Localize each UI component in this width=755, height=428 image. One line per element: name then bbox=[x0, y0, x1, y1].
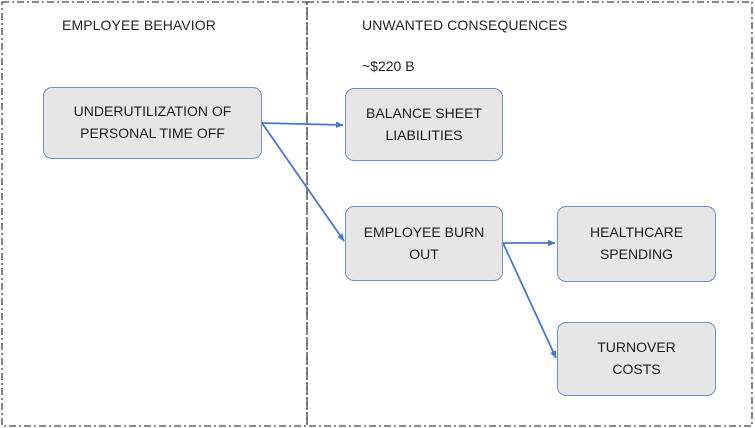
underutilization-node: UNDERUTILIZATION OF PERSONAL TIME OFF bbox=[43, 87, 262, 159]
burnout-node: EMPLOYEE BURN OUT bbox=[345, 206, 503, 281]
liability-amount-note: ~$220 B bbox=[362, 58, 415, 74]
employee-behavior-title: EMPLOYEE BEHAVIOR bbox=[62, 17, 216, 33]
arrow-underutilization-to-burnout bbox=[261, 122, 345, 242]
balance-sheet-node: BALANCE SHEET LIABILITIES bbox=[345, 88, 503, 161]
arrow-underutilization-to-balance-sheet bbox=[261, 121, 344, 129]
unwanted-consequences-title: UNWANTED CONSEQUENCES bbox=[362, 17, 568, 33]
turnover-node: TURNOVER COSTS bbox=[557, 322, 716, 396]
healthcare-node: HEALTHCARE SPENDING bbox=[557, 206, 716, 282]
employee-behavior-frame bbox=[1, 1, 308, 427]
arrow-burnout-to-turnover bbox=[502, 242, 557, 359]
unwanted-consequences-frame bbox=[306, 1, 753, 427]
